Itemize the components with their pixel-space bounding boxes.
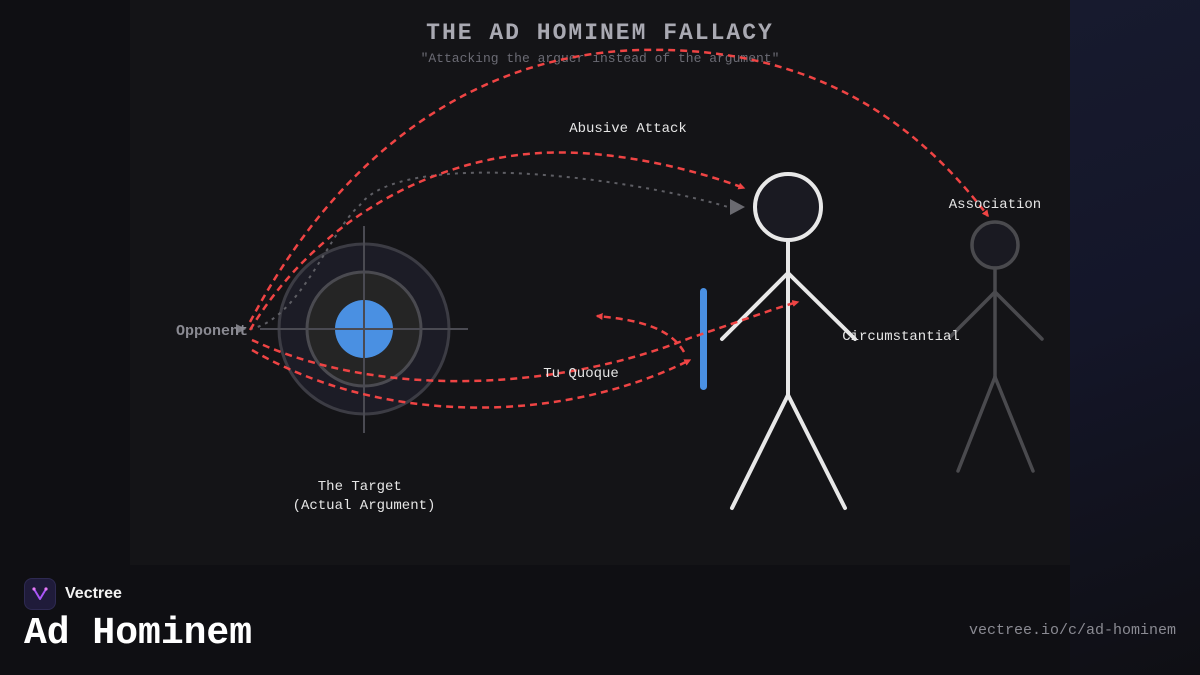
source-link[interactable]: vectree.io/c/ad-hominem	[968, 622, 1176, 639]
target-label: The Target (Actual Argument)	[293, 479, 436, 514]
associate-arm-left	[948, 290, 997, 339]
opponent-path	[249, 171, 729, 330]
arguer-arm-left	[720, 271, 790, 341]
opponent-arrow-icon	[236, 324, 246, 334]
arguer-arm-right	[786, 271, 857, 341]
target-label-line1: The Target	[318, 479, 402, 495]
target-icon	[260, 226, 468, 433]
arguer-head	[753, 172, 823, 242]
target-label-line2: (Actual Argument)	[293, 498, 436, 514]
background-gradient	[1070, 0, 1200, 675]
brand: Vectree	[24, 577, 122, 611]
attack-arrows	[248, 48, 989, 409]
arguer-leg-right	[786, 393, 847, 510]
circumstantial-arrow	[251, 300, 800, 383]
tu-quoque-label: Tu Quoque	[543, 366, 619, 382]
arguer-figure-icon	[720, 172, 857, 510]
abusive-attack-label: Abusive Attack	[569, 121, 687, 137]
opponent-path-arrowhead	[730, 199, 745, 215]
diagram-panel	[130, 0, 1070, 565]
diagram-title: THE AD HOMINEM FALLACY	[426, 20, 774, 46]
brand-name: Vectree	[65, 585, 122, 602]
abusive-attack-arrow	[248, 151, 746, 331]
diagram-subtitle: "Attacking the arguer instead of the arg…	[421, 51, 780, 66]
tu-quoque-rebound-arrow	[595, 313, 686, 353]
shield-bar	[700, 288, 707, 390]
associate-leg-right	[993, 375, 1035, 473]
associate-figure-icon	[948, 220, 1044, 473]
associate-arm-right	[993, 290, 1044, 341]
associate-head	[970, 220, 1020, 270]
vectree-logo-glyph	[32, 587, 48, 600]
arguer-leg-left	[730, 393, 790, 510]
circumstantial-label: Circumstantial	[842, 329, 960, 345]
association-arrow	[248, 48, 989, 323]
tu-quoque-arrow	[251, 348, 692, 409]
vectree-logo-icon	[24, 578, 56, 610]
association-label: Association	[949, 197, 1041, 213]
associate-leg-left	[956, 375, 997, 473]
opponent-label: Opponent	[176, 323, 248, 340]
page-title: Ad Hominem	[24, 612, 253, 655]
